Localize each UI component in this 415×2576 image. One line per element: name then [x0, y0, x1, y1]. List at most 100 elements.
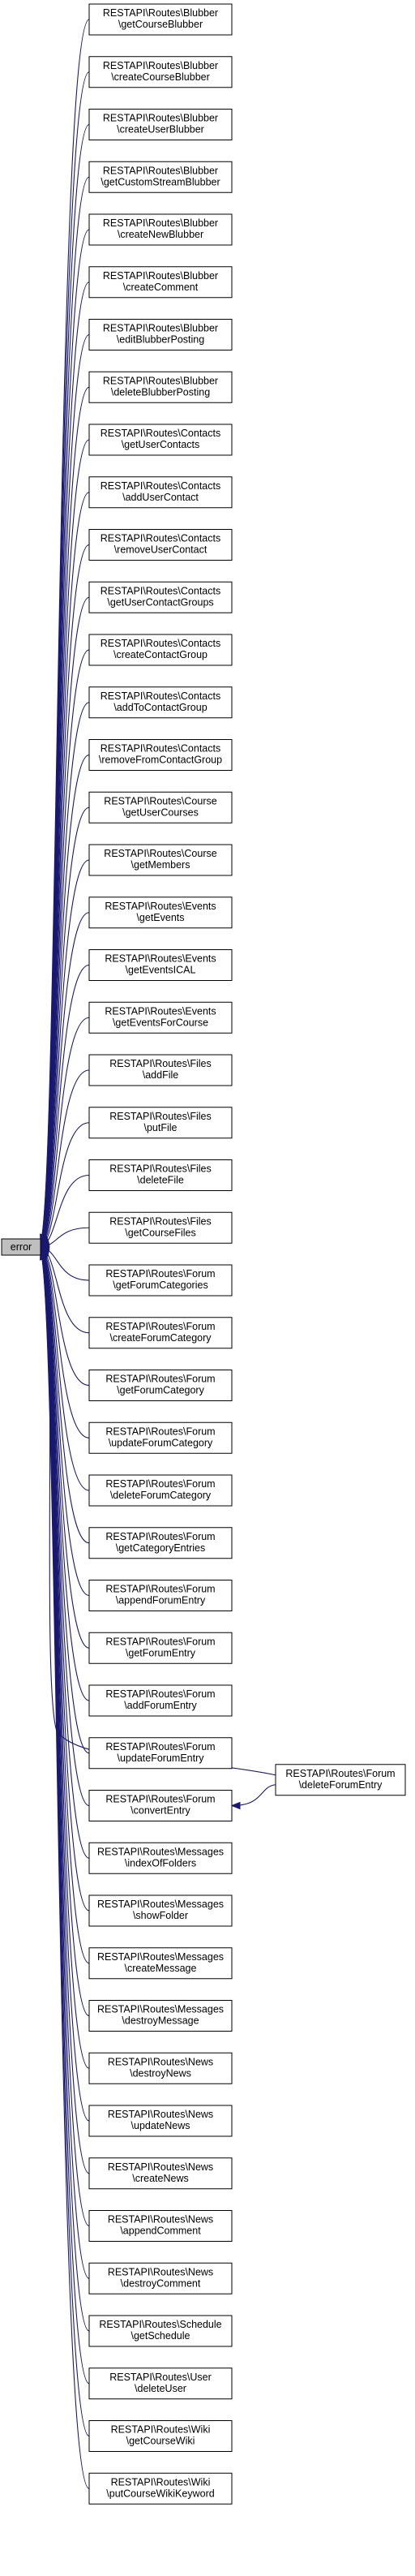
caller-node-removeusercontact[interactable]: RESTAPI\Routes\Contacts\removeUserContac… [88, 529, 233, 561]
caller-node-convertentry[interactable]: RESTAPI\Routes\Forum\convertEntry [88, 1790, 233, 1821]
caller-node-destroymessage[interactable]: RESTAPI\Routes\Messages\destroyMessage [88, 2000, 233, 2032]
caller-node-getforumcategory-label-2: \getForumCategory [117, 1385, 204, 1396]
caller-node-getcoursewiki[interactable]: RESTAPI\Routes\Wiki\getCourseWiki [88, 2420, 233, 2452]
caller-node-appendforumentry-label-1: RESTAPI\Routes\Forum [105, 1584, 215, 1595]
caller-node-addusercontact[interactable]: RESTAPI\Routes\Contacts\addUserContact [88, 476, 233, 509]
caller-node-getusercourses-label-2: \getUserCourses [122, 806, 199, 818]
caller-node-deletefile[interactable]: RESTAPI\Routes\Files\deleteFile [88, 1159, 233, 1191]
caller-node-geteventsical-label-2: \getEventsICAL [126, 965, 196, 976]
caller-node-addusercontact-label-2: \addUserContact [122, 492, 199, 503]
caller-node-appendforumentry[interactable]: RESTAPI\Routes\Forum\appendForumEntry [88, 1580, 233, 1611]
focus-node-error[interactable]: error [1, 1238, 41, 1256]
caller-node-addtocontactgroup-label-2: \addToContactGroup [113, 702, 207, 713]
caller-node-getcustomstreamblubber-label-2: \getCustomStreamBlubber [101, 176, 220, 187]
caller-node-getcategoryentries-label-2: \getCategoryEntries [116, 1542, 205, 1554]
caller-node-createuserblubber-label-1: RESTAPI\Routes\Blubber [103, 113, 218, 124]
caller-node-deleteforumcategory[interactable]: RESTAPI\Routes\Forum\deleteForumCategory [88, 1474, 233, 1507]
caller-node-createnewblubber-label-1: RESTAPI\Routes\Blubber [103, 217, 218, 229]
caller-node-geteventsforcourse-label-1: RESTAPI\Routes\Events [105, 1005, 216, 1017]
caller-node-addforumentry[interactable]: RESTAPI\Routes\Forum\addForumEntry [88, 1684, 233, 1717]
caller-node-updateforumcategory[interactable]: RESTAPI\Routes\Forum\updateForumCategory [88, 1421, 233, 1454]
caller-node-getmembers[interactable]: RESTAPI\Routes\Course\getMembers [88, 844, 233, 876]
caller-node-createuserblubber[interactable]: RESTAPI\Routes\Blubber\createUserBlubber [88, 109, 233, 140]
caller-node-createnewblubber[interactable]: RESTAPI\Routes\Blubber\createNewBlubber [88, 213, 233, 246]
caller-node-updateforumentry-label-1: RESTAPI\Routes\Forum [105, 1741, 215, 1752]
arrowhead-deleteforumentry-to-error [39, 1249, 50, 1257]
caller-node-getforumentry[interactable]: RESTAPI\Routes\Forum\getForumEntry [88, 1632, 233, 1664]
caller-node-updatenews-label-1: RESTAPI\Routes\News [108, 2109, 213, 2120]
caller-node-addtocontactgroup-label-1: RESTAPI\Routes\Contacts [101, 690, 220, 702]
caller-node-getmembers-label-1: RESTAPI\Routes\Course [104, 848, 216, 859]
caller-node-destroynews-label-1: RESTAPI\Routes\News [108, 2056, 213, 2067]
edge-getevents [40, 912, 90, 1247]
caller-node-updateforumcategory-label-1: RESTAPI\Routes\Forum [105, 1426, 215, 1437]
caller-node-getcustomstreamblubber[interactable]: RESTAPI\Routes\Blubber\getCustomStreamBl… [88, 161, 233, 193]
edge-getusercourses [40, 806, 90, 1246]
caller-node-indexoffolders-label-1: RESTAPI\Routes\Messages [97, 1846, 224, 1857]
caller-node-updateforumentry[interactable]: RESTAPI\Routes\Forum\updateForumEntry [88, 1737, 233, 1770]
caller-node-getcategoryentries[interactable]: RESTAPI\Routes\Forum\getCategoryEntries [88, 1527, 233, 1559]
caller-node-getevents[interactable]: RESTAPI\Routes\Events\getEvents [88, 897, 233, 929]
caller-node-putcoursewikikeyword-label-2: \putCourseWikiKeyword [106, 2488, 214, 2499]
caller-node-geteventsforcourse[interactable]: RESTAPI\Routes\Events\getEventsForCourse [88, 1001, 233, 1034]
caller-node-createcomment[interactable]: RESTAPI\Routes\Blubber\createComment [88, 266, 233, 299]
caller-node-deleteforumentry[interactable]: RESTAPI\Routes\Forum\deleteForumEntry [275, 1764, 406, 1796]
edge-appendforumentry [40, 1247, 90, 1597]
caller-node-deleteuser[interactable]: RESTAPI\Routes\User\deleteUser [88, 2367, 233, 2400]
caller-node-editblubberposting[interactable]: RESTAPI\Routes\Blubber\editBlubberPostin… [88, 319, 233, 350]
caller-node-getforumcategories[interactable]: RESTAPI\Routes\Forum\getForumCategories [88, 1264, 233, 1297]
caller-node-createnews[interactable]: RESTAPI\Routes\News\createNews [88, 2157, 233, 2190]
caller-node-indexoffolders-label-2: \indexOfFolders [125, 1857, 196, 1869]
caller-node-geteventsical[interactable]: RESTAPI\Routes\Events\getEventsICAL [88, 949, 233, 981]
caller-node-createcontactgroup[interactable]: RESTAPI\Routes\Contacts\createContactGro… [88, 634, 233, 666]
caller-node-getevents-label-2: \getEvents [136, 912, 184, 923]
caller-node-getusercontacts[interactable]: RESTAPI\Routes\Contacts\getUserContacts [88, 424, 233, 456]
caller-node-destroymessage-label-1: RESTAPI\Routes\Messages [97, 2004, 224, 2015]
caller-node-destroycomment[interactable]: RESTAPI\Routes\News\destroyComment [88, 2262, 233, 2294]
caller-node-deleteforumentry-label-1: RESTAPI\Routes\Forum [285, 1768, 395, 1779]
caller-node-createmessage[interactable]: RESTAPI\Routes\Messages\createMessage [88, 1947, 233, 1980]
caller-node-getusercourses-label-1: RESTAPI\Routes\Course [104, 795, 216, 806]
caller-node-addtocontactgroup[interactable]: RESTAPI\Routes\Contacts\addToContactGrou… [88, 686, 233, 719]
caller-node-appendcomment[interactable]: RESTAPI\Routes\News\appendComment [88, 2210, 233, 2242]
caller-node-createuserblubber-label-2: \createUserBlubber [117, 124, 204, 135]
caller-node-destroynews[interactable]: RESTAPI\Routes\News\destroyNews [88, 2052, 233, 2084]
caller-node-getcourseblubber[interactable]: RESTAPI\Routes\Blubber\getCourseBlubber [88, 3, 233, 36]
caller-node-removeusercontact-label-2: \removeUserContact [114, 544, 208, 556]
caller-node-removefromcontactgroup[interactable]: RESTAPI\Routes\Contacts\removeFromContac… [88, 739, 233, 771]
caller-node-createforumcategory[interactable]: RESTAPI\Routes\Forum\createForumCategory [88, 1317, 233, 1349]
caller-node-indexoffolders[interactable]: RESTAPI\Routes\Messages\indexOfFolders [88, 1842, 233, 1874]
call-edges [39, 19, 276, 2489]
caller-node-putfile-label-2: \putFile [144, 1122, 178, 1133]
caller-node-destroynews-label-2: \destroyNews [130, 2067, 191, 2079]
caller-node-destroycomment-label-1: RESTAPI\Routes\News [108, 2266, 213, 2277]
caller-node-getcoursewiki-label-1: RESTAPI\Routes\Wiki [111, 2424, 211, 2436]
caller-node-addusercontact-label-1: RESTAPI\Routes\Contacts [101, 480, 220, 492]
caller-node-deleteblubberposting[interactable]: RESTAPI\Routes\Blubber\deleteBlubberPost… [88, 371, 233, 403]
caller-node-getforumcategory-label-1: RESTAPI\Routes\Forum [105, 1374, 215, 1385]
caller-node-updateforumcategory-label-2: \updateForumCategory [109, 1437, 213, 1448]
caller-node-createmessage-label-1: RESTAPI\Routes\Messages [97, 1951, 224, 1963]
caller-node-removefromcontactgroup-label-1: RESTAPI\Routes\Contacts [101, 743, 220, 755]
caller-node-deleteforumcategory-label-1: RESTAPI\Routes\Forum [105, 1478, 215, 1490]
caller-node-getschedule[interactable]: RESTAPI\Routes\Schedule\getSchedule [88, 2315, 233, 2347]
caller-node-getusercourses[interactable]: RESTAPI\Routes\Course\getUserCourses [88, 791, 233, 824]
caller-node-getusercontactgroups-label-2: \getUserContactGroups [107, 596, 213, 608]
caller-node-addforumentry-label-1: RESTAPI\Routes\Forum [105, 1688, 215, 1700]
caller-node-createcourseblubber[interactable]: RESTAPI\Routes\Blubber\createCourseBlubb… [88, 56, 233, 88]
caller-node-removeusercontact-label-1: RESTAPI\Routes\Contacts [101, 533, 220, 544]
caller-node-createcontactgroup-label-2: \createContactGroup [113, 649, 208, 660]
edge-getcategoryentries [40, 1247, 90, 1544]
caller-node-putfile[interactable]: RESTAPI\Routes\Files\putFile [88, 1107, 233, 1139]
caller-node-addfile-label-1: RESTAPI\Routes\Files [109, 1058, 212, 1069]
caller-node-getcoursefiles[interactable]: RESTAPI\Routes\Files\getCourseFiles [88, 1211, 233, 1244]
caller-node-addfile[interactable]: RESTAPI\Routes\Files\addFile [88, 1054, 233, 1086]
caller-node-getforumcategory[interactable]: RESTAPI\Routes\Forum\getForumCategory [88, 1370, 233, 1401]
caller-node-showfolder-label-2: \showFolder [133, 1910, 188, 1921]
caller-node-getusercontactgroups[interactable]: RESTAPI\Routes\Contacts\getUserContactGr… [88, 581, 233, 613]
caller-node-createmessage-label-2: \createMessage [125, 1963, 197, 1974]
caller-node-updatenews[interactable]: RESTAPI\Routes\News\updateNews [88, 2105, 233, 2137]
caller-node-showfolder[interactable]: RESTAPI\Routes\Messages\showFolder [88, 1894, 233, 1927]
caller-node-putcoursewikikeyword[interactable]: RESTAPI\Routes\Wiki\putCourseWikiKeyword [88, 2472, 233, 2505]
